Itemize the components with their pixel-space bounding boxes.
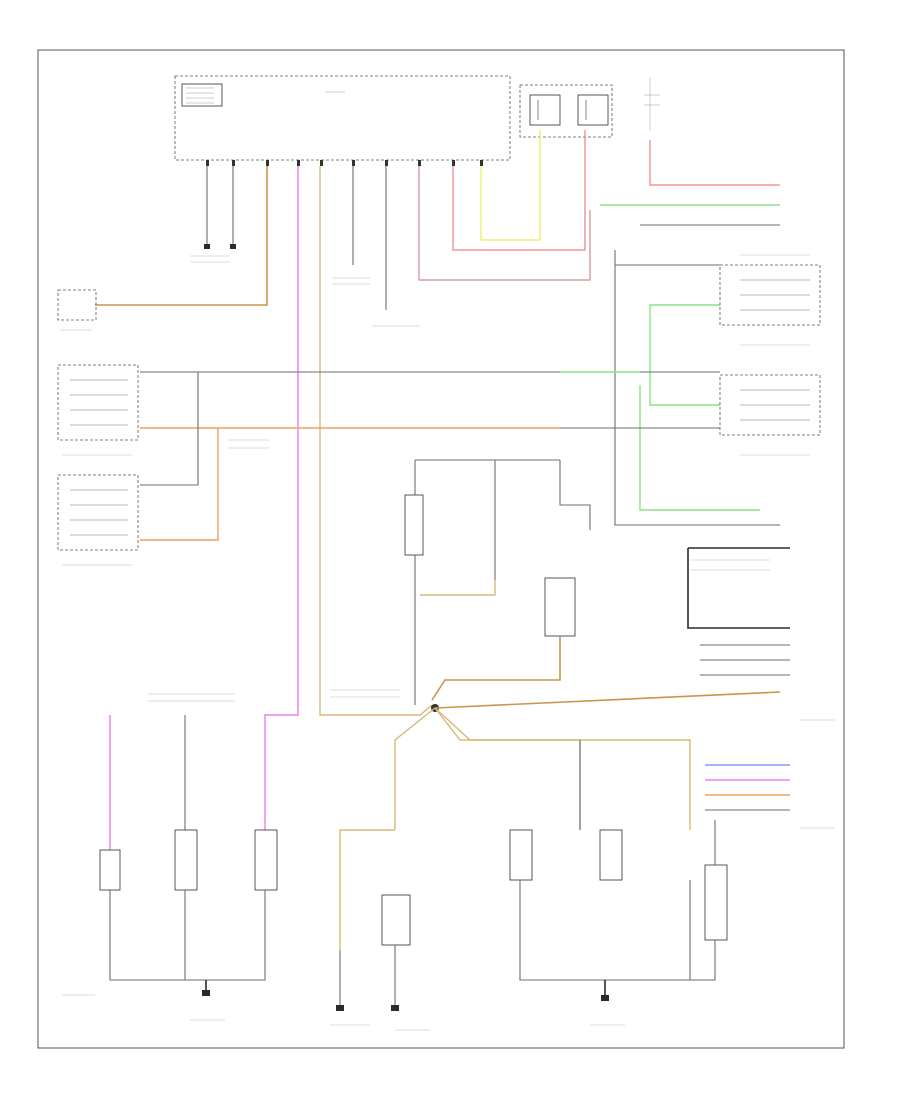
right-lower-connectors — [700, 644, 790, 811]
wire-pink-loop — [418, 166, 591, 281]
left-switch-cluster-upper — [57, 364, 139, 441]
right-connector-box — [687, 547, 790, 629]
wire-orange-drop — [140, 428, 219, 541]
wire-red-battery — [649, 140, 780, 186]
left-small-switch — [57, 289, 97, 321]
caption-marks — [60, 254, 835, 1031]
central-splice — [339, 691, 781, 950]
wire-tan-main — [319, 166, 433, 716]
left-switch-cluster-lower — [57, 474, 139, 551]
center-module-right — [420, 577, 576, 701]
wire-brown-orange-to-switch — [95, 166, 268, 306]
wire-green-right — [649, 304, 720, 406]
right-switch-cluster-1 — [719, 264, 821, 326]
lower-right-components — [509, 740, 728, 1001]
fuse-box-top-right — [519, 84, 613, 138]
wire-gray-left-vertical — [140, 372, 199, 486]
wire-green-lower — [639, 385, 760, 511]
battery-feed-block — [644, 78, 660, 130]
wire-yellow-loop — [480, 130, 541, 241]
right-switch-cluster-2 — [719, 374, 821, 436]
top-module-pins — [206, 160, 483, 166]
diagram-frame — [37, 49, 845, 1049]
lower-left-components — [99, 715, 278, 996]
wire-gray-right-vertical — [614, 250, 780, 526]
center-switch-pair — [404, 459, 591, 705]
pin-drop-wires — [204, 166, 236, 249]
wire-red-loop — [452, 130, 586, 251]
lower-middle-components — [336, 894, 411, 1011]
wire-violet-main — [264, 166, 299, 850]
top-control-module — [174, 75, 511, 161]
